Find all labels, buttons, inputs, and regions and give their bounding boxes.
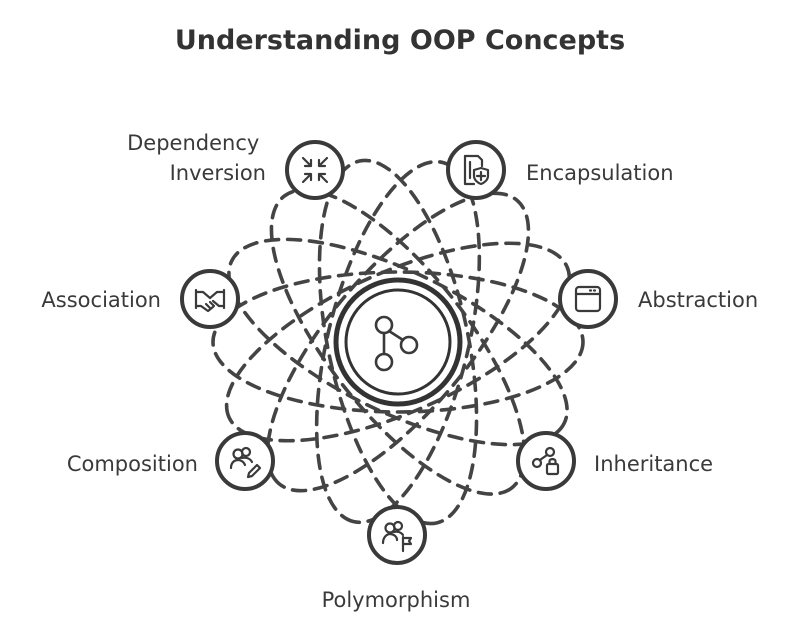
concept-label: Abstraction <box>638 288 758 312</box>
share-lock-icon <box>531 446 560 476</box>
handshake-icon <box>194 288 226 313</box>
concept-label: Inheritance <box>594 452 713 476</box>
orbit-ellipse <box>269 188 527 496</box>
concept-label-line: Dependency <box>127 131 259 155</box>
file-shield-icon <box>463 154 490 186</box>
concept-inheritance: Inheritance <box>516 431 713 491</box>
users-edit-icon <box>229 446 262 479</box>
concept-label: Encapsulation <box>526 161 674 185</box>
concept-label: Composition <box>67 452 198 476</box>
concept-encapsulation: Encapsulation <box>446 140 674 200</box>
concept-label: Polymorphism <box>322 588 471 612</box>
concept-dependency-inversion: Dependency Inversion <box>127 131 345 200</box>
diagram-title: Understanding OOP Concepts <box>175 25 625 56</box>
orbit-ellipse <box>314 159 482 525</box>
concept-label-line: Inversion <box>170 161 266 185</box>
orbit-ellipse <box>211 270 585 414</box>
center-hub <box>333 277 463 407</box>
collapse-arrows-icon <box>301 156 329 184</box>
concept-polymorphism: Polymorphism <box>322 505 471 612</box>
git-branch-icon <box>374 315 419 372</box>
concept-label: Association <box>41 288 161 312</box>
users-flag-icon <box>381 520 413 553</box>
orbit-ellipse <box>317 158 479 526</box>
concept-association: Association <box>41 269 240 329</box>
orbit-ellipse <box>265 191 531 493</box>
orbit-lines <box>211 158 585 526</box>
window-icon <box>574 285 602 313</box>
orbit-ellipse <box>224 241 572 443</box>
concept-abstraction: Abstraction <box>558 269 758 329</box>
concept-composition: Composition <box>67 431 275 491</box>
concept-label: Dependency Inversion <box>127 131 266 185</box>
orbit-ellipse <box>227 237 569 447</box>
